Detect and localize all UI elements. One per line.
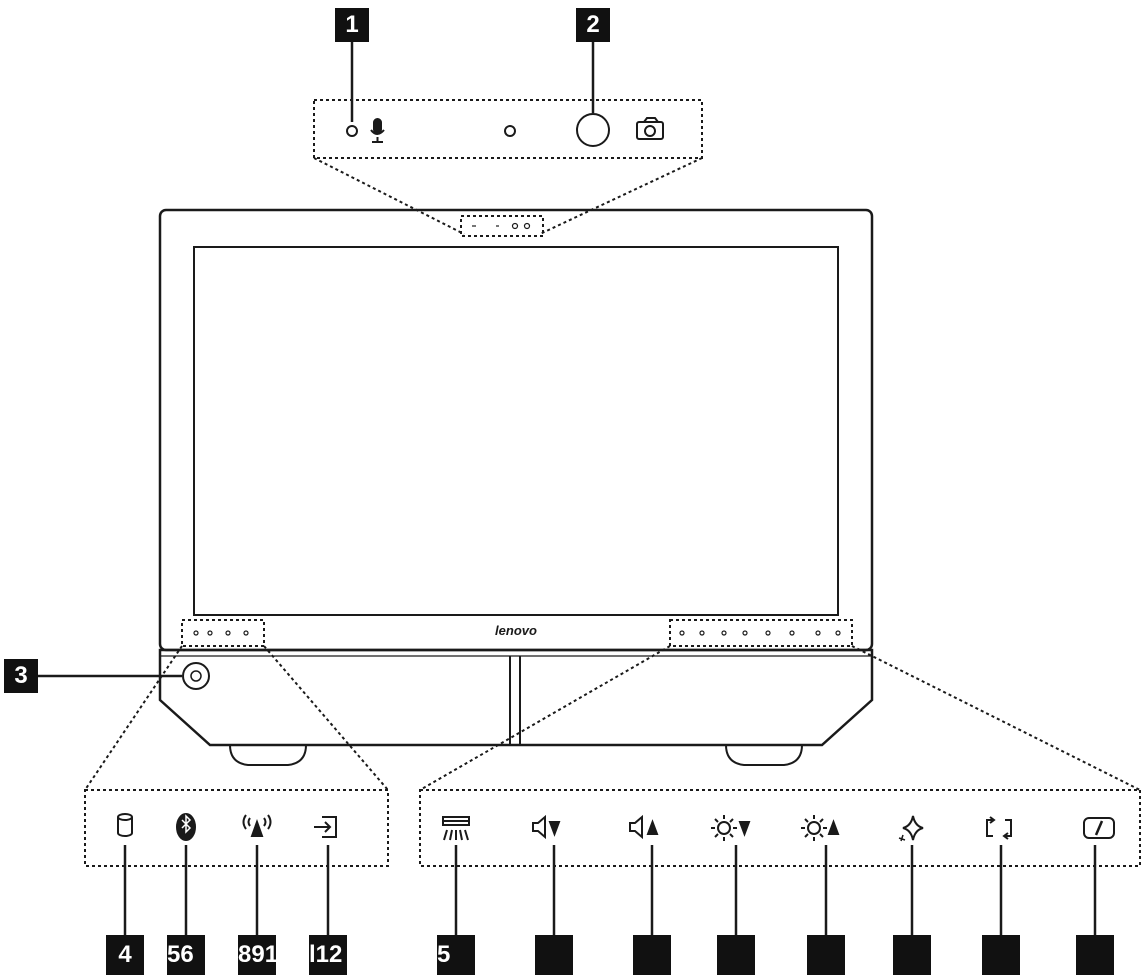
- callout-badge-l12: l12: [309, 935, 347, 975]
- display-off-icon: [442, 816, 470, 841]
- microphone-icon: [370, 118, 385, 143]
- brightness-up-icon: [801, 815, 840, 841]
- volume-up-icon: [629, 814, 659, 840]
- callout-badge-56: 56: [167, 935, 205, 975]
- power-button-icon: [182, 662, 210, 690]
- callout-badge-891: 891: [238, 935, 276, 975]
- callout-badge-1: 1: [335, 8, 369, 42]
- top-detail-panel: [313, 99, 703, 235]
- volume-down-icon: [532, 814, 561, 840]
- left-indicator-panel: [84, 789, 389, 867]
- callout-badge-volume-down: [535, 935, 573, 975]
- callout-badge-volume-up: [633, 935, 671, 975]
- callout-badge-rotate: [982, 935, 1020, 975]
- brightness-down-icon: [711, 815, 751, 841]
- mic-hole-icon: [346, 125, 358, 137]
- rotate-icon: [986, 816, 1012, 840]
- callout-badge-3: 3: [4, 659, 38, 693]
- callout-leaders: [123, 845, 1097, 935]
- hdd-activity-icon: [117, 813, 133, 837]
- camera-lens-icon: [576, 113, 610, 147]
- callout-badge-4: 4: [106, 935, 144, 975]
- callout-badge-display-mode: [893, 935, 931, 975]
- callout-badge-2: 2: [576, 8, 610, 42]
- activity-light-icon: [504, 125, 516, 137]
- input-source-icon: [314, 816, 337, 838]
- bluetooth-icon: [176, 813, 196, 841]
- right-button-panel: [419, 789, 1141, 867]
- display-mode-icon: [898, 815, 924, 842]
- callout-badge-brightness-down: [717, 935, 755, 975]
- callout-badge-screen-select: [1076, 935, 1114, 975]
- callout-badge-brightness-up: [807, 935, 845, 975]
- screen: [193, 246, 839, 616]
- monitor-body: [158, 208, 874, 766]
- camera-icon: [636, 117, 664, 140]
- wireless-icon: [242, 814, 272, 837]
- callout-badge-5: 5: [437, 935, 475, 975]
- screen-select-icon: [1083, 817, 1115, 839]
- brand-logo: lenovo: [495, 623, 537, 638]
